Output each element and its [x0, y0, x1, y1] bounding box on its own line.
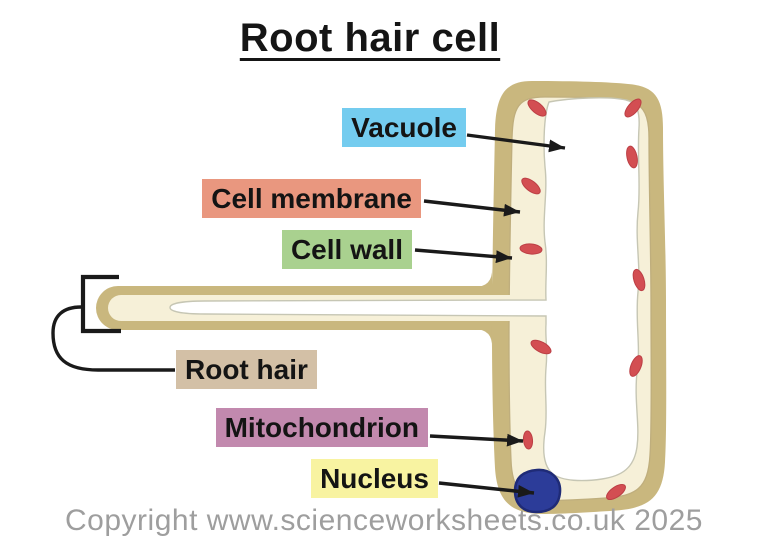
label-mitochondrion: Mitochondrion — [215, 408, 428, 447]
mitochondrion-shape — [527, 99, 547, 117]
mitochondrion-arrow — [429, 433, 524, 447]
cell-membrane-arrow — [423, 199, 521, 217]
nucleus-arrow — [438, 481, 535, 498]
arrows-group — [414, 133, 566, 498]
vacuole-arrow — [466, 133, 566, 153]
mitochondrion-shape — [522, 430, 534, 450]
cell-wall-arrow — [414, 248, 513, 264]
copyright-text: Copyright www.scienceworksheets.co.uk 20… — [65, 504, 703, 537]
root-hair-junction-top — [474, 268, 493, 302]
page-title-text: Root hair cell — [239, 16, 501, 60]
mitochondrion-shape — [632, 268, 646, 292]
mitochondrion-shape — [530, 339, 552, 355]
mitochondria-group — [519, 98, 646, 501]
root-hair-connector-line — [51, 305, 175, 372]
root-hair-bracket — [80, 274, 121, 334]
nucleus-shape — [513, 468, 562, 514]
label-vacuole: Vacuole — [342, 108, 466, 147]
mitochondrion-shape — [519, 243, 543, 255]
mitochondrion-shape — [626, 145, 638, 169]
mitochondrion-shape — [624, 98, 642, 118]
label-root-hair: Root hair — [176, 350, 317, 389]
mitochondrion-shape — [606, 483, 626, 501]
label-cell-wall: Cell wall — [281, 230, 412, 269]
page-title: Root hair cell — [0, 16, 740, 61]
label-cell-membrane: Cell membrane — [202, 179, 421, 218]
mitochondrion-shape — [521, 177, 541, 195]
label-nucleus: Nucleus — [311, 459, 438, 498]
mitochondrion-shape — [629, 355, 643, 377]
root-hair-junction-bottom — [474, 314, 493, 348]
